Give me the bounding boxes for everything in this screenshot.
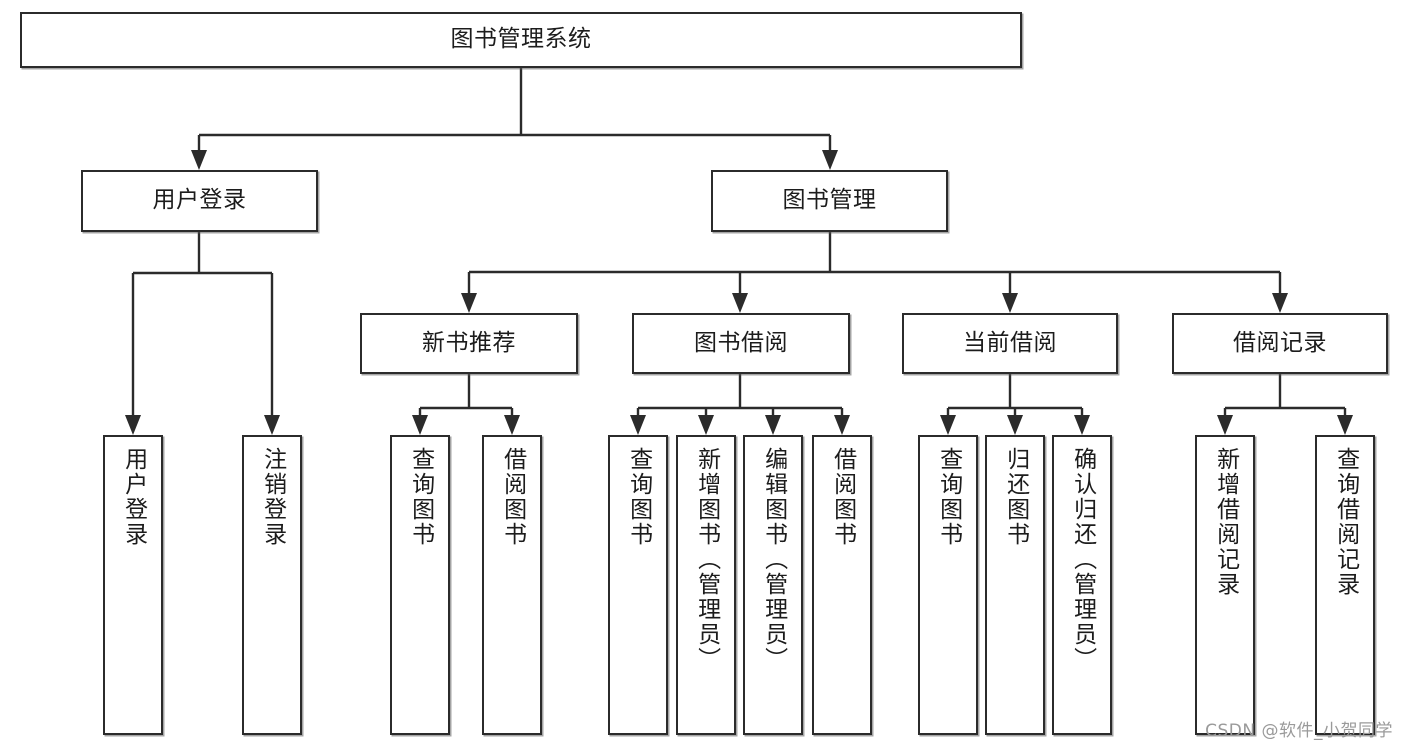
node-book-management[interactable]: 图书管理 bbox=[711, 170, 948, 232]
node-label: 归还图书 bbox=[1002, 447, 1029, 547]
leaf-bb-edit-book[interactable]: 编辑图书（管理员） bbox=[743, 435, 803, 735]
leaf-logout[interactable]: 注销登录 bbox=[242, 435, 302, 735]
arrowhead-new-book-recommend bbox=[461, 293, 477, 313]
node-label: 用户登录 bbox=[120, 447, 147, 547]
arrowhead-cb-return-book bbox=[1007, 415, 1023, 435]
node-label: 图书借阅 bbox=[694, 329, 788, 356]
leaf-cb-confirm-return[interactable]: 确认归还（管理员） bbox=[1052, 435, 1112, 735]
arrowhead-borrow-record bbox=[1272, 293, 1288, 313]
node-new-book-recommend[interactable]: 新书推荐 bbox=[360, 313, 578, 374]
leaf-nb-borrow-book[interactable]: 借阅图书 bbox=[482, 435, 542, 735]
node-label: 图书管理 bbox=[782, 187, 877, 214]
leaf-bb-query-book[interactable]: 查询图书 bbox=[608, 435, 668, 735]
arrowhead-bb-add-book bbox=[698, 415, 714, 435]
arrowhead-br-query-record bbox=[1337, 415, 1353, 435]
arrowhead-br-add-record bbox=[1217, 415, 1233, 435]
node-borrow-record[interactable]: 借阅记录 bbox=[1172, 313, 1388, 374]
leaf-nb-query-book[interactable]: 查询图书 bbox=[390, 435, 450, 735]
node-label: 借阅图书 bbox=[829, 447, 856, 547]
arrowhead-leaf-user-login bbox=[125, 415, 141, 435]
arrowhead-bb-borrow-book bbox=[834, 415, 850, 435]
arrowhead-book-manage bbox=[822, 150, 838, 170]
leaf-user-login[interactable]: 用户登录 bbox=[103, 435, 163, 735]
arrowhead-cb-query-book bbox=[940, 415, 956, 435]
node-label: 新增借阅记录 bbox=[1212, 447, 1239, 597]
csdn-watermark: CSDN @软件_小贺同学 bbox=[1205, 721, 1393, 741]
node-user-login[interactable]: 用户登录 bbox=[81, 170, 318, 232]
leaf-cb-query-book[interactable]: 查询图书 bbox=[918, 435, 978, 735]
node-label: 编辑图书（管理员） bbox=[760, 447, 787, 672]
node-label: 当前借阅 bbox=[963, 329, 1057, 356]
arrowhead-book-borrow bbox=[732, 293, 748, 313]
node-label: 图书管理系统 bbox=[450, 26, 592, 53]
node-label: 查询图书 bbox=[935, 447, 962, 547]
leaf-bb-add-book[interactable]: 新增图书（管理员） bbox=[676, 435, 736, 735]
node-label: 借阅图书 bbox=[499, 447, 526, 547]
node-label: 查询图书 bbox=[407, 447, 434, 547]
node-current-borrow[interactable]: 当前借阅 bbox=[902, 313, 1118, 374]
leaf-cb-return-book[interactable]: 归还图书 bbox=[985, 435, 1045, 735]
arrowhead-cb-confirm-return bbox=[1074, 415, 1090, 435]
arrowhead-bb-edit-book bbox=[765, 415, 781, 435]
leaf-br-add-record[interactable]: 新增借阅记录 bbox=[1195, 435, 1255, 735]
arrowhead-current-borrow bbox=[1002, 293, 1018, 313]
node-root-system[interactable]: 图书管理系统 bbox=[20, 12, 1022, 68]
node-label: 新增图书（管理员） bbox=[693, 447, 720, 672]
leaf-bb-borrow-book[interactable]: 借阅图书 bbox=[812, 435, 872, 735]
leaf-br-query-record[interactable]: 查询借阅记录 bbox=[1315, 435, 1375, 735]
arrowhead-user-login bbox=[191, 150, 207, 170]
node-label: 查询借阅记录 bbox=[1332, 447, 1359, 597]
arrowhead-leaf-logout bbox=[264, 415, 280, 435]
node-book-borrow[interactable]: 图书借阅 bbox=[632, 313, 850, 374]
node-label: 查询图书 bbox=[625, 447, 652, 547]
arrowhead-bb-query-book bbox=[630, 415, 646, 435]
node-label: 注销登录 bbox=[259, 447, 286, 547]
node-label: 新书推荐 bbox=[422, 329, 516, 356]
node-label: 用户登录 bbox=[152, 187, 247, 214]
node-label: 确认归还（管理员） bbox=[1069, 447, 1096, 672]
arrowhead-nb-borrow-book bbox=[504, 415, 520, 435]
arrowhead-nb-query-book bbox=[412, 415, 428, 435]
node-label: 借阅记录 bbox=[1233, 329, 1327, 356]
